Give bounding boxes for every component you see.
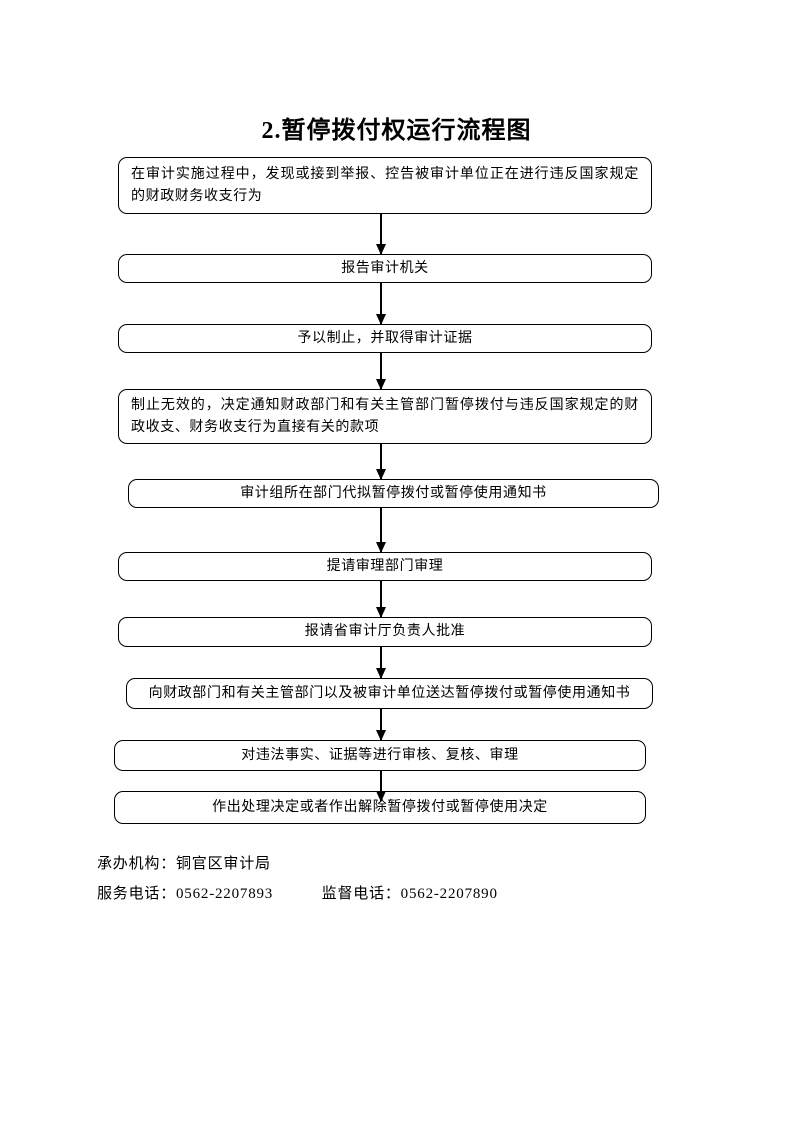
flow-step-submit-review-department: 提请审理部门审理 <box>118 552 652 581</box>
flow-step-report-audit-agency: 报告审计机关 <box>118 254 652 283</box>
down-arrow-icon <box>376 581 385 618</box>
flow-step-label: 对违法事实、证据等进行审核、复核、审理 <box>241 747 519 763</box>
flow-step-review-facts-evidence: 对违法事实、证据等进行审核、复核、审理 <box>114 740 646 771</box>
flow-step-discover-violation: 在审计实施过程中，发现或接到举报、控告被审计单位正在进行违反国家规定的财政财务收… <box>118 157 652 214</box>
down-arrow-icon <box>376 508 385 553</box>
flow-step-label: 审计组所在部门代拟暂停拨付或暂停使用通知书 <box>240 485 547 501</box>
flow-step-draft-notice: 审计组所在部门代拟暂停拨付或暂停使用通知书 <box>128 479 659 508</box>
supervision-phone: 监督电话：0562-2207890 <box>321 886 498 902</box>
undertaking-agency-line: 承办机构：铜官区审计局 <box>97 856 271 872</box>
flow-step-request-approval: 报请省审计厅负责人批准 <box>118 617 652 647</box>
down-arrow-icon <box>376 709 385 741</box>
flow-step-label: 向财政部门和有关主管部门以及被审计单位送达暂停拨付或暂停使用通知书 <box>148 685 631 701</box>
flow-step-label: 报告审计机关 <box>341 260 429 276</box>
flow-step-label: 制止无效的，决定通知财政部门和有关主管部门暂停拨付与违反国家规定的财政收支、财务… <box>131 397 639 435</box>
flow-step-notify-suspend-payment: 制止无效的，决定通知财政部门和有关主管部门暂停拨付与违反国家规定的财政收支、财务… <box>118 389 652 444</box>
phone-line: 服务电话：0562-2207893 监督电话：0562-2207890 <box>97 879 498 909</box>
flow-step-label: 在审计实施过程中，发现或接到举报、控告被审计单位正在进行违反国家规定的财政财务收… <box>131 166 639 204</box>
flow-step-label: 作出处理决定或者作出解除暂停拨付或暂停使用决定 <box>212 799 548 815</box>
down-arrow-icon <box>376 444 385 480</box>
down-arrow-icon <box>376 647 385 679</box>
flow-step-label: 提请审理部门审理 <box>326 558 444 574</box>
flow-step-label: 予以制止，并取得审计证据 <box>297 330 473 346</box>
down-arrow-icon <box>376 353 385 390</box>
down-arrow-icon <box>376 771 385 802</box>
service-phone: 服务电话：0562-2207893 <box>97 886 274 902</box>
down-arrow-icon <box>376 214 385 255</box>
page-title: 2.暂停拨付权运行流程图 <box>261 118 532 144</box>
flow-step-label: 报请省审计厅负责人批准 <box>304 624 466 639</box>
flow-step-stop-and-obtain-evidence: 予以制止，并取得审计证据 <box>118 324 652 353</box>
flow-step-deliver-notice: 向财政部门和有关主管部门以及被审计单位送达暂停拨付或暂停使用通知书 <box>126 678 653 709</box>
down-arrow-icon <box>376 283 385 325</box>
footer-contact-info: 承办机构：铜官区审计局 服务电话：0562-2207893 监督电话：0562-… <box>97 849 498 909</box>
